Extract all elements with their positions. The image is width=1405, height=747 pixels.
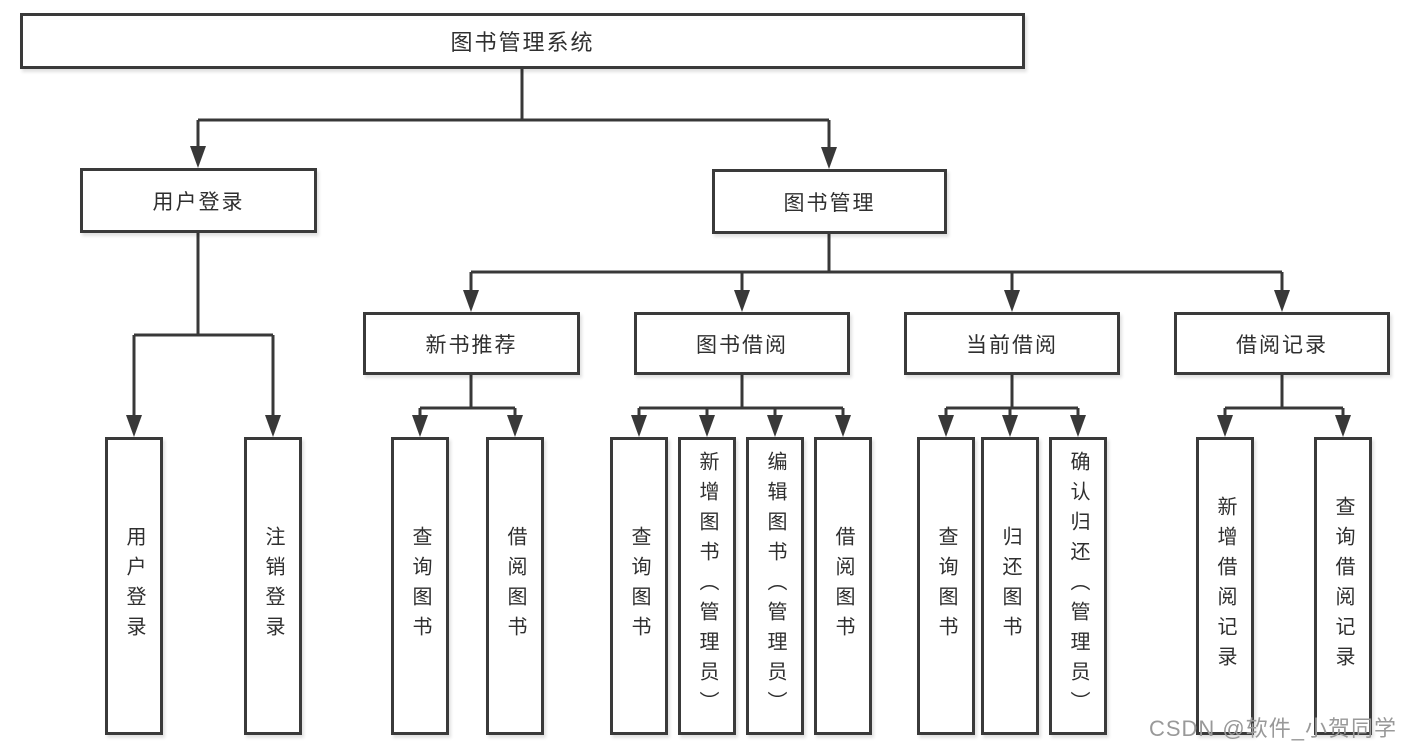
connector-book-borrow xyxy=(631,375,851,437)
node-library-system: 图书管理系统 xyxy=(20,13,1025,69)
connector-root xyxy=(190,69,837,169)
connector-new-book-recommend xyxy=(412,375,523,437)
connector-book-management xyxy=(463,234,1290,312)
leaf-logout-label: 注销登录 xyxy=(262,526,284,646)
node-book-borrow-label: 图书借阅 xyxy=(696,333,788,357)
leaf-edit-book-admin-label: 编辑图书（管理员） xyxy=(764,451,786,721)
leaf-user-login: 用户登录 xyxy=(105,437,163,735)
node-user-login: 用户登录 xyxy=(80,168,317,233)
leaf-confirm-return-admin: 确认归还（管理员） xyxy=(1049,437,1107,735)
leaf-add-borrow-record: 新增借阅记录 xyxy=(1196,437,1254,735)
node-borrow-records: 借阅记录 xyxy=(1174,312,1390,375)
node-book-borrow: 图书借阅 xyxy=(634,312,850,375)
leaf-confirm-return-admin-label: 确认归还（管理员） xyxy=(1067,451,1089,721)
leaf-borrow-books: 借阅图书 xyxy=(814,437,872,735)
leaf-add-book-admin-label: 新增图书（管理员） xyxy=(696,451,718,721)
leaf-return-book: 归还图书 xyxy=(981,437,1039,735)
node-library-system-label: 图书管理系统 xyxy=(450,30,595,55)
leaf-query-books-recommend: 查询图书 xyxy=(391,437,449,735)
leaf-query-books-borrow-label: 查询图书 xyxy=(628,526,650,646)
leaf-query-books-borrow: 查询图书 xyxy=(610,437,668,735)
node-current-borrow-label: 当前借阅 xyxy=(966,333,1058,357)
leaf-query-borrow-record-label: 查询借阅记录 xyxy=(1332,496,1354,676)
csdn-watermark: CSDN @软件_小贺同学 xyxy=(1148,716,1397,741)
leaf-add-borrow-record-label: 新增借阅记录 xyxy=(1214,496,1236,676)
leaf-user-login-label: 用户登录 xyxy=(123,526,145,646)
connector-current-borrow xyxy=(938,375,1086,437)
leaf-return-book-label: 归还图书 xyxy=(999,526,1021,646)
node-new-book-recommend-label: 新书推荐 xyxy=(425,333,518,357)
leaf-borrow-books-label: 借阅图书 xyxy=(832,526,854,646)
leaf-query-books-current: 查询图书 xyxy=(917,437,975,735)
leaf-query-books-recommend-label: 查询图书 xyxy=(409,526,431,646)
leaf-edit-book-admin: 编辑图书（管理员） xyxy=(746,437,804,735)
leaf-query-borrow-record: 查询借阅记录 xyxy=(1314,437,1372,735)
node-new-book-recommend: 新书推荐 xyxy=(363,312,580,375)
leaf-query-books-current-label: 查询图书 xyxy=(935,526,957,646)
node-book-management-label: 图书管理 xyxy=(783,191,876,215)
node-borrow-records-label: 借阅记录 xyxy=(1236,333,1328,357)
connector-borrow-records xyxy=(1217,375,1351,437)
node-user-login-label: 用户登录 xyxy=(152,190,245,214)
leaf-borrow-books-recommend: 借阅图书 xyxy=(486,437,544,735)
node-book-management: 图书管理 xyxy=(712,169,947,234)
leaf-borrow-books-recommend-label: 借阅图书 xyxy=(504,526,526,646)
connector-user-login xyxy=(126,233,281,437)
leaf-logout: 注销登录 xyxy=(244,437,302,735)
node-current-borrow: 当前借阅 xyxy=(904,312,1120,375)
leaf-add-book-admin: 新增图书（管理员） xyxy=(678,437,736,735)
